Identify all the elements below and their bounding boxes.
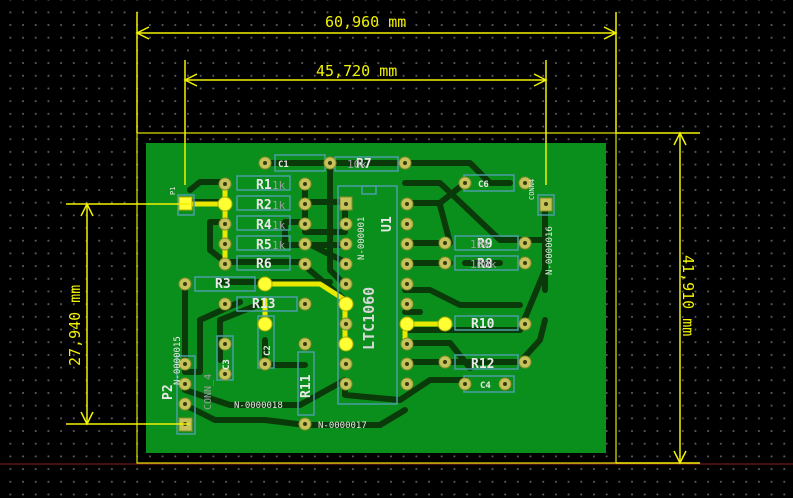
net-labels: N-000001 N-0000015 N-0000016 N-0000017 N… [173,179,555,431]
label-r9: R9 [477,237,493,252]
value-u1: LTC1060 [360,287,378,350]
label-c3: C3 [222,359,232,370]
value-r2: 1k [272,199,286,212]
net-n18: N-0000018 [234,401,283,411]
label-r3: R3 [215,277,231,292]
dimension-labels: 60,960 mm 45,720 mm 41,910 mm 27,940 mm [66,13,697,366]
net-n17: N-0000017 [318,421,367,431]
label-r7: R7 [356,157,372,172]
value-r8: 100k [470,258,497,271]
value-r9: 10k [470,238,490,251]
value-r7: 10k [347,158,367,171]
label-r2: R2 [256,198,272,213]
net-n16: N-0000016 [545,226,555,275]
component-labels: R7 R1 R2 R4 R5 R6 R3 R13 R9 R8 R10 R12 R… [161,157,495,400]
label-c2: C2 [263,345,273,356]
silkscreen [176,154,555,435]
dim-board-width: 60,960 mm [325,13,406,31]
dim-board-height: 41,910 mm [679,255,697,336]
label-r13: R13 [252,297,275,312]
label-r10: R10 [471,317,495,332]
label-r5: R5 [256,238,272,253]
net-n1: N-000001 [357,217,367,260]
value-r4: 1k [272,219,286,232]
label-r8: R8 [477,257,493,272]
label-r12: R12 [471,357,494,372]
label-r4: R4 [256,218,272,233]
label-c6: C6 [478,180,489,190]
component-values: 1k 1k 1k 1k 10k 10k 100k LTC1060 CONN_4 [203,158,497,410]
net-n15: N-0000015 [173,336,183,385]
dim-pad-span: 45,720 mm [316,62,397,80]
dimensions[interactable] [66,12,700,465]
net-conn4: CONN4 [528,179,536,200]
label-p1: P1 [169,187,177,195]
dim-connector-span: 27,940 mm [66,285,84,366]
label-c4: C4 [480,381,491,391]
label-r6: R6 [256,257,272,272]
label-p2: P2 [161,384,176,400]
label-r11: R11 [299,374,314,398]
pads[interactable] [178,156,553,432]
value-r1: 1k [272,179,286,192]
value-p2: CONN_4 [203,374,214,410]
label-u1: U1 [380,216,395,232]
label-c1: C1 [278,160,289,170]
value-r5: 1k [272,239,286,252]
label-r1: R1 [256,178,272,193]
board-outline [136,132,617,464]
